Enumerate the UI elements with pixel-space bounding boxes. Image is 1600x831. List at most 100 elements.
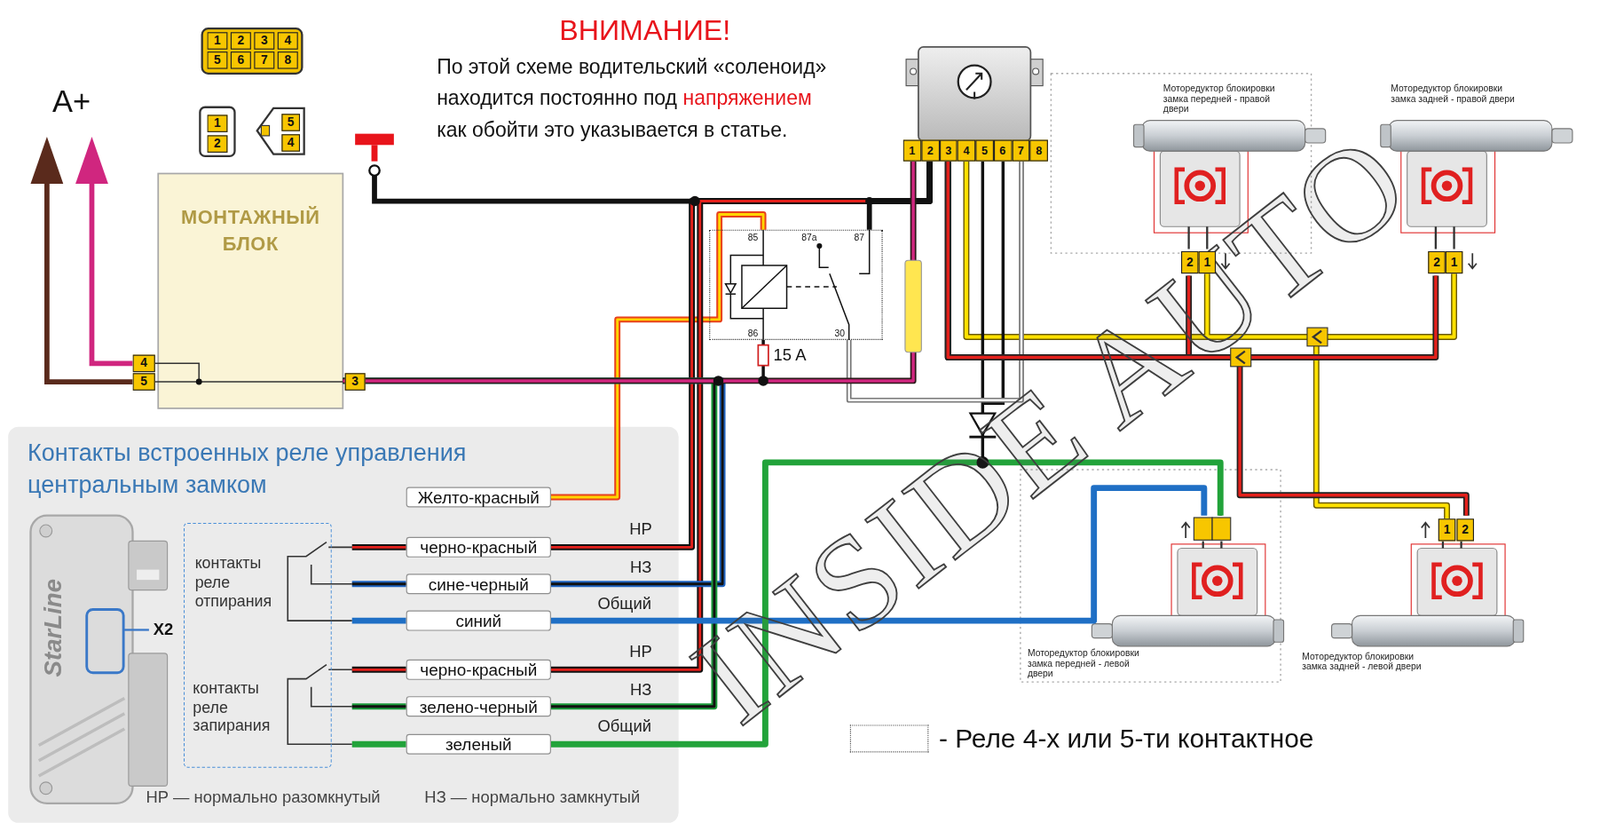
junction-dot	[713, 375, 724, 386]
pin-number: 1	[1445, 251, 1464, 274]
door-actuator-drawing	[1332, 522, 1524, 647]
alarm-unit	[30, 515, 133, 804]
part-caption: Моторедуктор блокировки замка передней -…	[1163, 83, 1288, 115]
warning-title: ВНИМАНИЕ!	[559, 14, 731, 48]
wire-color: Желто-красный	[413, 488, 544, 507]
junction-dot	[689, 196, 700, 206]
alarm-unit	[86, 608, 124, 672]
footnote: НР — нормально разомкнутый	[145, 787, 380, 806]
fuse-symbol	[757, 345, 768, 366]
contact-type: Общий	[597, 717, 652, 736]
pin-number: 2	[1456, 518, 1474, 541]
wire-color: зеленый	[413, 734, 544, 754]
footnote: НЗ — нормально замкнутый	[424, 787, 640, 806]
pin-number: 4	[957, 140, 976, 162]
legend-swatch	[850, 724, 930, 752]
switch-symbol	[287, 664, 352, 745]
pin-number: 2	[230, 31, 252, 50]
alarm-unit	[136, 569, 159, 580]
relay-symbol	[741, 265, 788, 308]
wire-stroke	[342, 380, 723, 584]
ground-terminal	[371, 144, 379, 161]
ground-terminal	[354, 133, 701, 202]
relay-contacts-group: контакты реле отпирания контакты реле зап…	[183, 522, 332, 768]
supply-arrow	[30, 136, 133, 382]
wire-label: сине-черный	[406, 573, 552, 594]
relay-symbol	[817, 244, 822, 249]
panel-ground	[7, 426, 678, 823]
wire-stub	[352, 582, 407, 585]
connector-icon	[202, 28, 303, 74]
actuator-connector	[1212, 517, 1231, 540]
pin-number: 3	[253, 31, 275, 50]
pin-number: 4	[281, 133, 300, 152]
wire-junction-connector	[1313, 331, 1322, 344]
junction-dot	[865, 197, 874, 205]
relay-symbol	[787, 285, 837, 287]
wire-label: черно-красный	[406, 536, 552, 558]
pin-number: 3	[345, 372, 366, 391]
wire-stroke	[869, 161, 931, 230]
module-body	[966, 73, 982, 100]
wire-connector	[551, 213, 764, 497]
pin-number: 1	[903, 140, 922, 162]
note-block: По этой схеме водительский «соленоид» нах…	[436, 50, 827, 146]
part-caption: Моторедуктор блокировки замка задней - п…	[1390, 83, 1515, 104]
legend-row: - Реле 4-х или 5-ти контактное	[850, 722, 1315, 755]
wire-label: синий	[406, 610, 552, 631]
supply-arrow	[91, 181, 133, 364]
wire-stroke	[342, 161, 914, 381]
actuator-connector	[1193, 517, 1213, 540]
wire-stroke	[551, 213, 764, 497]
pin-number: 87a	[801, 232, 817, 243]
warning-text: По этой схеме водительский «соленоид»	[436, 55, 827, 78]
wire-stub	[352, 580, 407, 587]
panel-ground	[7, 426, 678, 823]
contact-type: НЗ	[630, 558, 652, 577]
warning-text: как обойти это указывается в статье.	[436, 118, 788, 141]
fuse-symbol	[757, 260, 922, 365]
wire-connector	[342, 380, 715, 707]
relay-box: 8587a878630	[709, 229, 883, 340]
mounting-block: МОНТАЖНЫЙ БЛОК	[157, 173, 343, 408]
wire-stub	[352, 617, 407, 624]
wire-label: зеленый	[406, 733, 552, 755]
group-caption: контакты реле запирания	[192, 678, 283, 736]
mounting-block-body	[196, 378, 203, 386]
alarm-unit	[123, 628, 150, 631]
actuator-connector	[1193, 517, 1230, 540]
wire-connector	[342, 161, 914, 381]
alarm-unit	[128, 540, 168, 590]
pin-number: 2	[206, 134, 228, 153]
ground-terminal	[354, 133, 395, 146]
wire-stub	[352, 702, 407, 710]
contact-type: НР	[629, 520, 653, 539]
ground-terminal	[369, 165, 379, 175]
connector-icon	[260, 125, 269, 135]
supply-arrow	[30, 136, 64, 184]
wire-stroke	[342, 380, 715, 707]
pin-number: 85	[748, 232, 759, 243]
wire-stroke	[849, 161, 1022, 401]
warning-text: находится постоянно под	[436, 86, 678, 110]
brand-name: StarLine	[39, 578, 68, 677]
pin-number: 2	[1427, 251, 1446, 274]
wire-stub	[352, 668, 407, 671]
group-caption: контакты реле отпирания	[195, 553, 285, 611]
mounting-block-body	[155, 362, 346, 382]
warning-text: напряжением	[682, 86, 812, 110]
pin-number: 5	[975, 140, 994, 162]
wire-connector	[342, 380, 723, 584]
pin-number: 8	[1030, 140, 1049, 162]
contact-type: НЗ	[630, 680, 652, 700]
wire-label: Желто-красный	[406, 486, 552, 507]
fuse-rating: 15 A	[773, 346, 807, 365]
door-actuator-drawing	[1091, 522, 1284, 647]
wire-connector	[849, 161, 1022, 401]
switch-symbol	[287, 542, 352, 622]
pin-number: 5	[132, 372, 155, 391]
wire-stub	[352, 543, 407, 551]
pin-number: 86	[748, 328, 759, 339]
mounting-block-body	[155, 173, 346, 408]
supply-arrow	[47, 181, 134, 382]
